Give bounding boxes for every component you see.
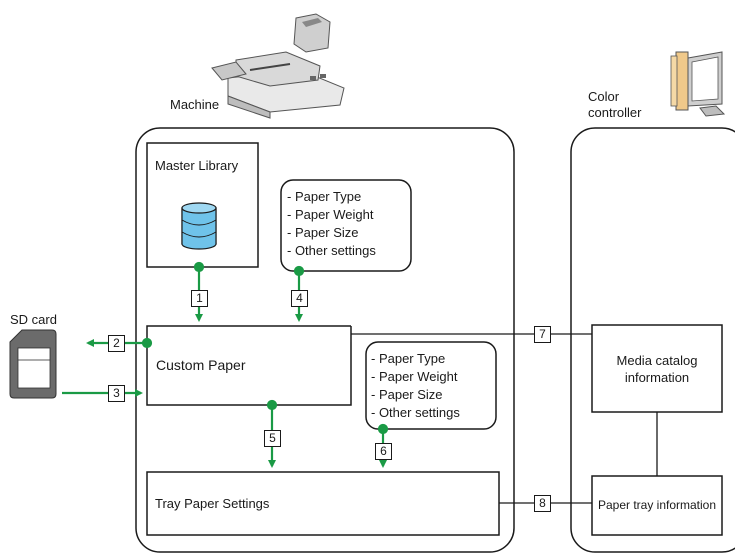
machine-label: Machine: [170, 97, 220, 112]
step-1-label: 1: [191, 290, 208, 307]
paper-tray-info-title: Paper tray information: [597, 498, 717, 512]
tray-paper-settings-title: Tray Paper Settings: [155, 496, 270, 511]
settings-list-2-item: - Paper Weight: [371, 369, 458, 384]
color-controller-line-2: controller: [588, 105, 642, 120]
tray-paper-settings-box: [146, 471, 500, 536]
media-catalog-title: Media catalog information: [592, 352, 722, 386]
settings-list-1-item: - Paper Weight: [287, 207, 374, 222]
master-library-title: Master Library: [155, 158, 239, 173]
settings-list-2-item: - Other settings: [371, 405, 460, 420]
step-7-label: 7: [534, 326, 551, 343]
settings-list-2-item: - Paper Type: [371, 351, 446, 366]
settings-list-2-item: - Paper Size: [371, 387, 443, 402]
color-controller-frame: [570, 127, 735, 553]
settings-list-2-box: [365, 341, 497, 430]
settings-list-1-item: - Other settings: [287, 243, 376, 258]
sd-card-label: SD card: [10, 312, 57, 327]
settings-list-2: - Paper Type - Paper Weight - Paper Size…: [371, 350, 460, 422]
step-5-label: 5: [264, 430, 281, 447]
color-controller-line-1: Color: [588, 89, 620, 104]
custom-paper-box: [146, 325, 352, 406]
custom-paper-title: Custom Paper: [156, 357, 246, 373]
media-catalog-line-1: Media catalog: [616, 353, 698, 368]
settings-list-1-item: - Paper Type: [287, 189, 362, 204]
step-8-label: 8: [534, 495, 551, 512]
media-catalog-line-2: information: [624, 370, 690, 385]
settings-list-1-item: - Paper Size: [287, 225, 359, 240]
paper-tray-info-box: [591, 475, 723, 536]
settings-list-1-box: [280, 179, 412, 272]
step-3-label: 3: [108, 385, 125, 402]
step-2-label: 2: [108, 335, 125, 352]
step-4-label: 4: [291, 290, 308, 307]
step-6-label: 6: [375, 443, 392, 460]
sd-card-icon: [9, 329, 57, 399]
settings-list-1: - Paper Type - Paper Weight - Paper Size…: [287, 188, 376, 260]
machine-frame: [135, 127, 515, 553]
database-icon: [181, 202, 217, 250]
printer-machine-icon: [211, 13, 345, 119]
color-controller-label: Color controller: [588, 89, 641, 121]
media-catalog-box: [591, 324, 723, 413]
computer-icon: [670, 51, 726, 117]
